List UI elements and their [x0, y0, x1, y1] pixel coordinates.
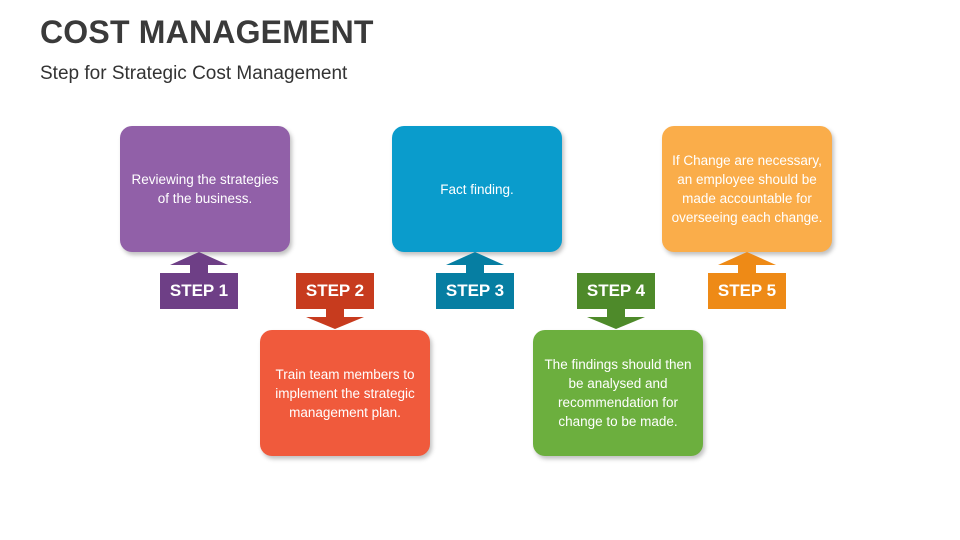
step-4-label: STEP 4: [577, 273, 655, 309]
page-subtitle: Step for Strategic Cost Management: [40, 63, 348, 84]
step-1-label: STEP 1: [160, 273, 238, 309]
step-5-box: If Change are necessary, an employee sho…: [662, 126, 832, 252]
step-4-box: The findings should then be analysed and…: [533, 330, 703, 456]
step-1-text: Reviewing the strategies of the business…: [131, 172, 279, 206]
step-5-label: STEP 5: [708, 273, 786, 309]
step-2-text: Train team members to implement the stra…: [275, 366, 415, 420]
step-3-box: Fact finding.: [392, 126, 562, 252]
page-title: COST MANAGEMENT: [40, 14, 374, 50]
step-1-box: Reviewing the strategies of the business…: [120, 126, 290, 252]
step-3-label: STEP 3: [436, 273, 514, 309]
step-5-text: If Change are necessary, an employee sho…: [671, 153, 823, 225]
step-4-text: The findings should then be analysed and…: [544, 357, 692, 429]
step-3-text: Fact finding.: [440, 181, 514, 197]
step-2-label: STEP 2: [296, 273, 374, 309]
step-2-box: Train team members to implement the stra…: [260, 330, 430, 456]
